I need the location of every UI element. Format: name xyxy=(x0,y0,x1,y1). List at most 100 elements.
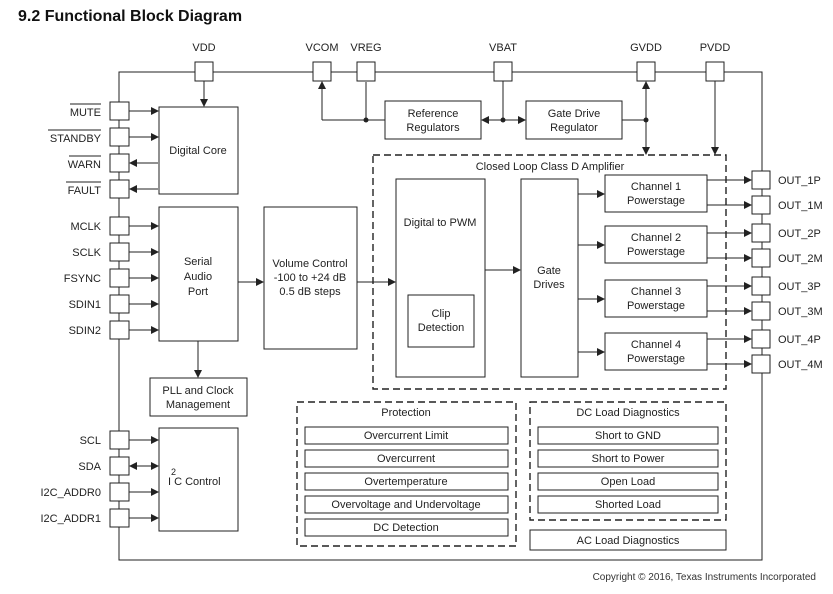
ac-diag-label: AC Load Diagnostics xyxy=(577,535,680,547)
dc-diag-item: Short to Power xyxy=(592,453,665,465)
pin-out-2m xyxy=(751,248,771,268)
pin-label-i2c-addr1: I2C_ADDR1 xyxy=(40,513,101,525)
pin-vreg xyxy=(356,61,376,82)
dc-load-diagnostics-region xyxy=(529,401,727,521)
pin-label-sdin1: SDIN1 xyxy=(69,299,101,311)
gate-drives-block xyxy=(520,178,579,378)
pin-label-out-2m: OUT_2M xyxy=(778,253,823,265)
pin-warn xyxy=(109,153,130,173)
protection-item: Overcurrent xyxy=(377,453,435,465)
junction-dot xyxy=(500,117,506,123)
pin-i2c-addr0 xyxy=(109,482,130,502)
pll-label-2: Management xyxy=(166,399,230,411)
protection-item-box xyxy=(304,495,509,514)
pin-vbat xyxy=(493,61,513,82)
pin-out-4m xyxy=(751,354,771,374)
pin-out-3p xyxy=(751,276,771,296)
volume-label-3: 0.5 dB steps xyxy=(279,286,341,298)
pin-label-mute: MUTE xyxy=(70,107,101,119)
protection-item: Overcurrent Limit xyxy=(364,430,448,442)
channel-1-powerstage xyxy=(604,174,708,213)
pin-label-sdin2: SDIN2 xyxy=(69,325,101,337)
junction-dot xyxy=(363,117,369,123)
pin-label-out-1p: OUT_1P xyxy=(778,175,821,187)
pin-label-out-4p: OUT_4P xyxy=(778,334,821,346)
gate-drive-reg-label-1: Gate Drive xyxy=(548,108,601,120)
pin-sdin1 xyxy=(109,294,130,314)
pin-gvdd xyxy=(636,61,656,82)
pin-label-out-3m: OUT_3M xyxy=(778,306,823,318)
clip-label-1: Clip xyxy=(432,308,451,320)
pin-label-pvdd: PVDD xyxy=(700,42,731,54)
pin-mute xyxy=(109,101,130,121)
serial-audio-port-block xyxy=(158,206,239,342)
protection-item-box xyxy=(304,518,509,537)
volume-control-block xyxy=(263,206,358,350)
digital-core-label: Digital Core xyxy=(169,145,226,157)
protection-item: DC Detection xyxy=(373,522,438,534)
pin-label-sda: SDA xyxy=(78,461,101,473)
channel-3-powerstage xyxy=(604,279,708,318)
dc-diag-item: Short to GND xyxy=(595,430,661,442)
reference-label-2: Regulators xyxy=(406,122,460,134)
protection-title: Protection xyxy=(381,407,431,419)
pin-label-warn: WARN xyxy=(68,159,101,171)
channel-4-label-1: Channel 4 xyxy=(631,339,681,351)
pin-label-vreg: VREG xyxy=(350,42,381,54)
channel-2-label-2: Powerstage xyxy=(627,246,685,258)
pin-label-standby: STANDBY xyxy=(50,133,102,145)
dc-diag-item-box xyxy=(537,449,719,468)
pin-label-vcom: VCOM xyxy=(306,42,339,54)
channel-4-powerstage xyxy=(604,332,708,371)
channel-2-powerstage xyxy=(604,225,708,264)
digital-to-pwm-label: Digital to PWM xyxy=(404,217,477,229)
pin-out-1m xyxy=(751,195,771,215)
dc-diag-item-box xyxy=(537,495,719,514)
pll-label-1: PLL and Clock xyxy=(162,385,234,397)
protection-item-box xyxy=(304,472,509,491)
i2c-label: I C Control xyxy=(168,476,221,488)
pin-vdd xyxy=(194,61,214,82)
dc-diag-item: Open Load xyxy=(601,476,655,488)
dc-diag-title: DC Load Diagnostics xyxy=(576,407,680,419)
gate-drive-regulator-block xyxy=(525,100,623,140)
pin-label-fault: FAULT xyxy=(68,185,102,197)
pin-out-2p xyxy=(751,223,771,243)
pin-out-3m xyxy=(751,301,771,321)
pin-pvdd xyxy=(705,61,725,82)
clip-detection-block xyxy=(407,294,475,348)
dc-diag-item: Shorted Load xyxy=(595,499,661,511)
serial-audio-label-1: Serial xyxy=(184,256,212,268)
vcom-vreg-bus xyxy=(322,82,385,121)
pin-fsync xyxy=(109,268,130,288)
dc-diag-item-box xyxy=(537,472,719,491)
pin-label-out-1m: OUT_1M xyxy=(778,200,823,212)
class-d-amplifier-region xyxy=(372,154,727,390)
copyright-notice: Copyright © 2016, Texas Instruments Inco… xyxy=(593,572,816,583)
channel-4-label-2: Powerstage xyxy=(627,353,685,365)
pin-i2c-addr1 xyxy=(109,508,130,528)
right-pins: OUT_1P OUT_1M OUT_2P OUT_2M OUT_3P OUT_3… xyxy=(751,170,823,374)
pin-sdin2 xyxy=(109,320,130,340)
pll-clock-block xyxy=(149,377,248,417)
left-pins: MUTE STANDBY WARN FAULT MCLK SCLK FSYNC … xyxy=(40,101,159,528)
pin-label-vdd: VDD xyxy=(192,42,215,54)
protection-item: Overtemperature xyxy=(364,476,447,488)
protection-item-box xyxy=(304,426,509,445)
pin-label-mclk: MCLK xyxy=(70,221,101,233)
dc-diag-item-box xyxy=(537,426,719,445)
ac-load-diagnostics-block xyxy=(529,529,727,551)
channel-1-label-1: Channel 1 xyxy=(631,181,681,193)
clip-label-2: Detection xyxy=(418,322,464,334)
serial-audio-label-2: Audio xyxy=(184,271,212,283)
pin-label-out-4m: OUT_4M xyxy=(778,359,823,371)
pin-label-scl: SCL xyxy=(80,435,101,447)
volume-label-2: -100 to +24 dB xyxy=(274,272,346,284)
pin-label-sclk: SCLK xyxy=(72,247,101,259)
pin-fault xyxy=(109,179,130,199)
channel-1-label-2: Powerstage xyxy=(627,195,685,207)
volume-label-1: Volume Control xyxy=(272,258,347,270)
reference-label-1: Reference xyxy=(408,108,459,120)
pin-mclk xyxy=(109,216,130,236)
pin-label-fsync: FSYNC xyxy=(64,273,101,285)
